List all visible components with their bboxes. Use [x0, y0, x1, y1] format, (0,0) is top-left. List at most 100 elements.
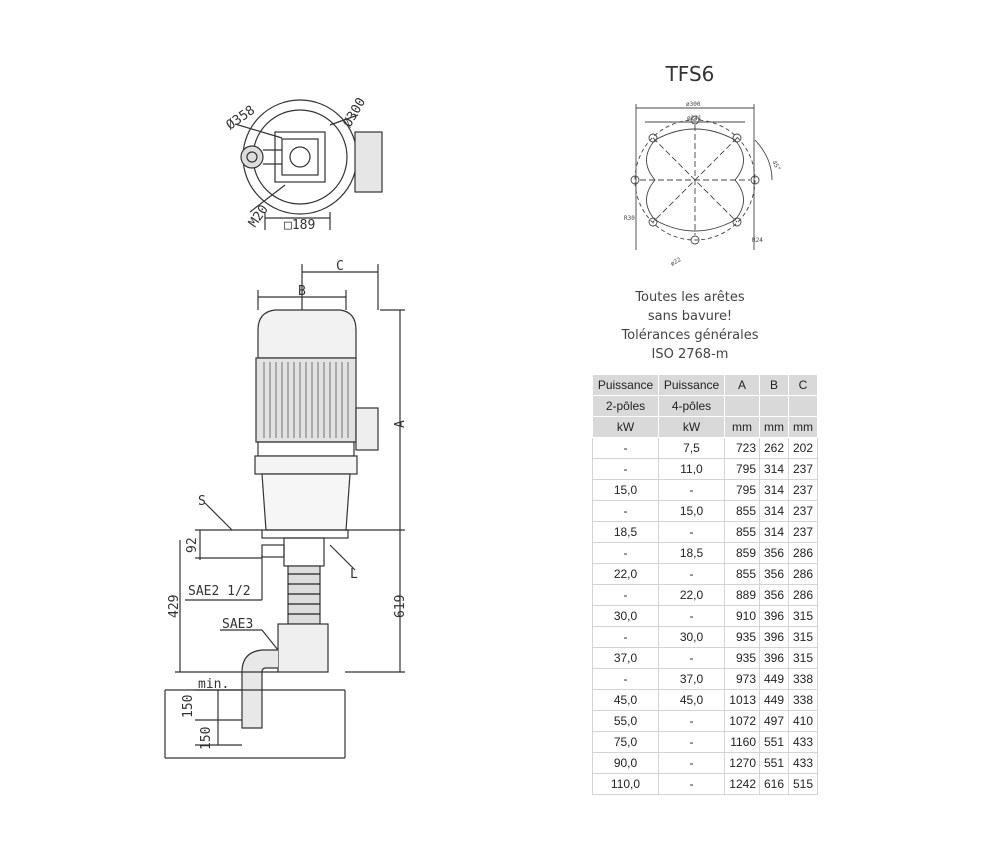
cell-4pole: - [658, 605, 725, 627]
flange-dim-r30: R30 [624, 215, 635, 222]
cell-4pole: - [658, 710, 725, 732]
cell-c: 410 [788, 710, 818, 732]
cell-4pole: - [658, 731, 725, 753]
cell-2pole: 45,0 [592, 689, 659, 711]
flange-dimension-drawing: ø300 ø241 45° R30 R24 ø22 [624, 101, 782, 268]
cell-c: 515 [788, 773, 818, 795]
header-4pole: 4-pôles [658, 395, 725, 417]
unit-mm: mm [788, 416, 818, 438]
dim-150a: 150 [181, 695, 196, 718]
cell-4pole: 22,0 [658, 584, 725, 606]
header-power-2pole: Puissance [592, 374, 659, 396]
cell-a: 1270 [724, 752, 760, 774]
cell-4pole: - [658, 563, 725, 585]
cell-a: 1242 [724, 773, 760, 795]
cell-2pole: 30,0 [592, 605, 659, 627]
dim-c: C [336, 259, 344, 274]
table-header-row: Puissance Puissance A B C [592, 374, 818, 396]
dim-s: S [198, 494, 206, 509]
cell-2pole: - [592, 584, 659, 606]
cell-a: 723 [724, 437, 760, 459]
dim-sae3: SAE3 [222, 617, 253, 632]
cell-b: 314 [759, 521, 789, 543]
cell-4pole: - [658, 647, 725, 669]
flange-dim-r24: R24 [752, 237, 763, 244]
cell-b: 616 [759, 773, 789, 795]
cell-4pole: 18,5 [658, 542, 725, 564]
flange-dim-22: ø22 [670, 256, 683, 268]
cell-c: 315 [788, 647, 818, 669]
cell-a: 1160 [724, 731, 760, 753]
cell-4pole: 7,5 [658, 437, 725, 459]
pump-top-view [234, 99, 383, 230]
cell-c: 202 [788, 437, 818, 459]
cell-b: 449 [759, 689, 789, 711]
cell-a: 973 [724, 668, 760, 690]
note-line: Tolérances générales [621, 328, 759, 343]
dimension-table: Puissance Puissance A B C 2-pôles 4-pôle… [592, 374, 818, 795]
cell-2pole: - [592, 668, 659, 690]
cell-2pole: - [592, 458, 659, 480]
cell-a: 889 [724, 584, 760, 606]
cell-4pole: 30,0 [658, 626, 725, 648]
cell-a: 1013 [724, 689, 760, 711]
cell-c: 433 [788, 752, 818, 774]
dim-619: 619 [393, 595, 408, 618]
header-b: B [759, 374, 789, 396]
cell-a: 935 [724, 626, 760, 648]
cell-a: 935 [724, 647, 760, 669]
cell-b: 551 [759, 731, 789, 753]
cell-c: 286 [788, 563, 818, 585]
unit-mm: mm [759, 416, 789, 438]
dim-m20: M20 [246, 202, 272, 230]
cell-b: 551 [759, 752, 789, 774]
cell-c: 286 [788, 542, 818, 564]
cell-2pole: - [592, 542, 659, 564]
header-power-4pole: Puissance [658, 374, 725, 396]
cell-a: 855 [724, 521, 760, 543]
cell-2pole: 37,0 [592, 647, 659, 669]
cell-4pole: 37,0 [658, 668, 725, 690]
cell-c: 315 [788, 605, 818, 627]
cell-2pole: - [592, 500, 659, 522]
cell-4pole: 15,0 [658, 500, 725, 522]
cell-a: 855 [724, 563, 760, 585]
cell-c: 338 [788, 668, 818, 690]
cell-4pole: - [658, 521, 725, 543]
cell-2pole: 90,0 [592, 752, 659, 774]
cell-b: 497 [759, 710, 789, 732]
cell-b: 356 [759, 563, 789, 585]
header-blank [759, 395, 789, 417]
tolerance-notes: Toutes les arêtes sans bavure! Tolérance… [600, 288, 780, 364]
cell-2pole: 18,5 [592, 521, 659, 543]
pump-side-view [164, 264, 405, 759]
dim-b: B [298, 284, 306, 299]
cell-b: 314 [759, 479, 789, 501]
note-line: ISO 2768-m [651, 347, 729, 362]
header-2pole: 2-pôles [592, 395, 659, 417]
cell-2pole: 75,0 [592, 731, 659, 753]
note-line: Toutes les arêtes [635, 290, 745, 305]
cell-2pole: 55,0 [592, 710, 659, 732]
header-blank [724, 395, 760, 417]
dim-dia300: Ø300 [340, 95, 369, 130]
dim-sq189: □189 [284, 218, 315, 233]
cell-4pole: - [658, 773, 725, 795]
dim-sae2: SAE2 1/2 [188, 584, 251, 599]
flange-dim-angle: 45° [770, 160, 781, 173]
cell-2pole: 22,0 [592, 563, 659, 585]
cell-b: 314 [759, 458, 789, 480]
dim-92: 92 [185, 537, 200, 553]
dim-min: min. [198, 677, 229, 692]
cell-4pole: - [658, 752, 725, 774]
cell-c: 286 [788, 584, 818, 606]
cell-a: 1072 [724, 710, 760, 732]
